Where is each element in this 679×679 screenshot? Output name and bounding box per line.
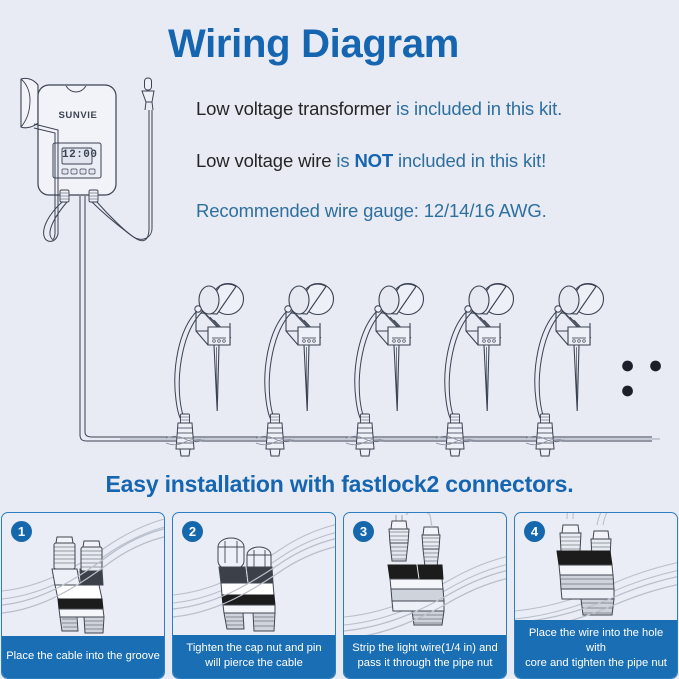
fastlock-connector-illustration (556, 524, 615, 616)
transformer-cables (33, 110, 652, 442)
step-caption-2: Tighten the cap nut and pin will pierce … (173, 635, 335, 678)
transformer-timer-display: 12:00 (62, 149, 98, 161)
fastlock-connector-illustration (51, 536, 105, 634)
info-line-1-blue: is included in this kit. (391, 98, 563, 119)
step-panel-3: 3 (343, 512, 507, 679)
page-title: Wiring Diagram (168, 22, 460, 66)
step-2-illustration: 2 (173, 513, 335, 635)
continuation-dots-icon: ● ● ● (620, 351, 667, 404)
step-caption-3-line2: pass it through the pipe nut (357, 657, 493, 669)
info-line-2-not: NOT (354, 150, 394, 171)
step-badge-1: 1 (11, 521, 32, 542)
step-panel-1: 1 (1, 512, 165, 679)
step-caption-4-line1: Place the wire into the hole with (528, 627, 664, 654)
transformer-unit (37, 84, 117, 203)
step-caption-1: Place the cable into the groove (2, 636, 164, 678)
info-line-wire: Low voltage wire is NOT included in this… (196, 150, 546, 172)
info-line-2-blue-a: is (331, 150, 355, 171)
step-3-illustration: 3 (344, 513, 506, 635)
info-line-1-dark: Low voltage transformer (196, 98, 392, 119)
transformer-brand-label: SUNVIE (58, 110, 98, 121)
spotlight-1 (165, 282, 245, 457)
installation-heading: Easy installation with fastlock2 connect… (105, 471, 574, 497)
step-caption-2-line1: Tighten the cap nut and pin (186, 642, 322, 654)
spotlight-2 (255, 282, 335, 457)
power-plug-icon (141, 77, 155, 111)
step-caption-4: Place the wire into the hole with core a… (515, 620, 677, 678)
step-panel-2: 2 (172, 512, 336, 679)
info-line-transformer: Low voltage transformer is included in t… (196, 98, 562, 120)
step-caption-3-line1: Strip the light wire(1/4 in) and (352, 642, 498, 654)
spotlight-5 (525, 282, 605, 457)
spotlight-4 (435, 282, 515, 457)
step-panel-4: 4 (514, 512, 678, 679)
step-caption-2-line2: will pierce the cable (205, 657, 303, 669)
step-badge-4: 4 (524, 521, 545, 542)
info-line-gauge: Recommended wire gauge: 12/14/16 AWG. (196, 200, 547, 221)
fastlock-connector-illustration (387, 515, 445, 626)
installation-steps: 1 (0, 512, 679, 679)
info-line-2-dark: Low voltage wire (196, 150, 332, 171)
step-caption-1-line1: Place the cable into the groove (6, 650, 160, 662)
spotlight-3 (345, 282, 425, 457)
step-1-illustration: 1 (2, 513, 164, 636)
fastlock-connector-illustration (217, 537, 276, 632)
wall-bracket-icon (20, 77, 39, 129)
step-badge-2: 2 (182, 521, 203, 542)
step-badge-3: 3 (353, 521, 374, 542)
step-caption-4-line2: core and tighten the pipe nut (525, 657, 667, 669)
step-caption-3: Strip the light wire(1/4 in) and pass it… (344, 635, 506, 678)
info-line-2-blue-b: included in this kit! (393, 150, 547, 171)
step-4-illustration: 4 (515, 513, 677, 620)
